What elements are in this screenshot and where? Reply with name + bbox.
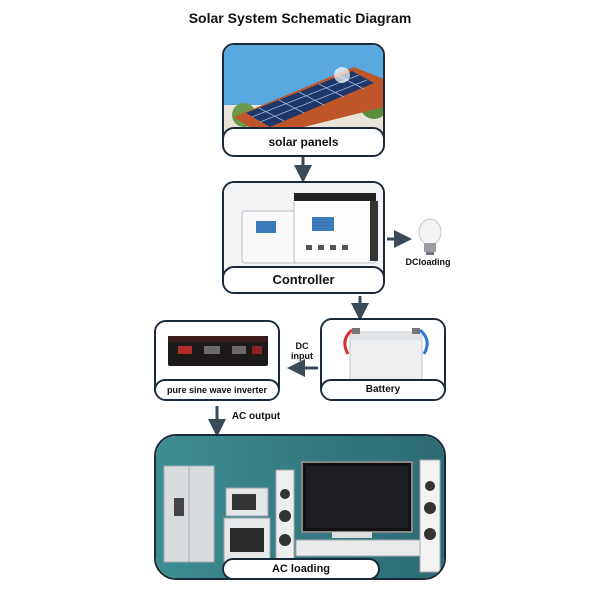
solar-panels-label: solar panels <box>224 127 383 155</box>
diagram-title: Solar System Schematic Diagram <box>188 10 412 26</box>
ac-loading-node: AC loading <box>154 434 446 580</box>
dc-input-label: DC input <box>291 341 313 361</box>
lightbulb-icon <box>418 218 442 255</box>
solar-panels-node: solar panels <box>222 43 385 157</box>
inverter-label: pure sine wave inverter <box>156 379 278 399</box>
ac-output-label: AC output <box>231 411 281 422</box>
home-appliances-illustration <box>156 436 444 578</box>
dc-loading-label: DCloading <box>405 257 451 267</box>
inverter-node: pure sine wave inverter <box>154 320 280 401</box>
battery-label: Battery <box>322 379 444 399</box>
battery-node: Battery <box>320 318 446 401</box>
controller-node: Controller <box>222 181 385 294</box>
controller-label: Controller <box>224 266 383 292</box>
ac-loading-label: AC loading <box>222 558 380 578</box>
